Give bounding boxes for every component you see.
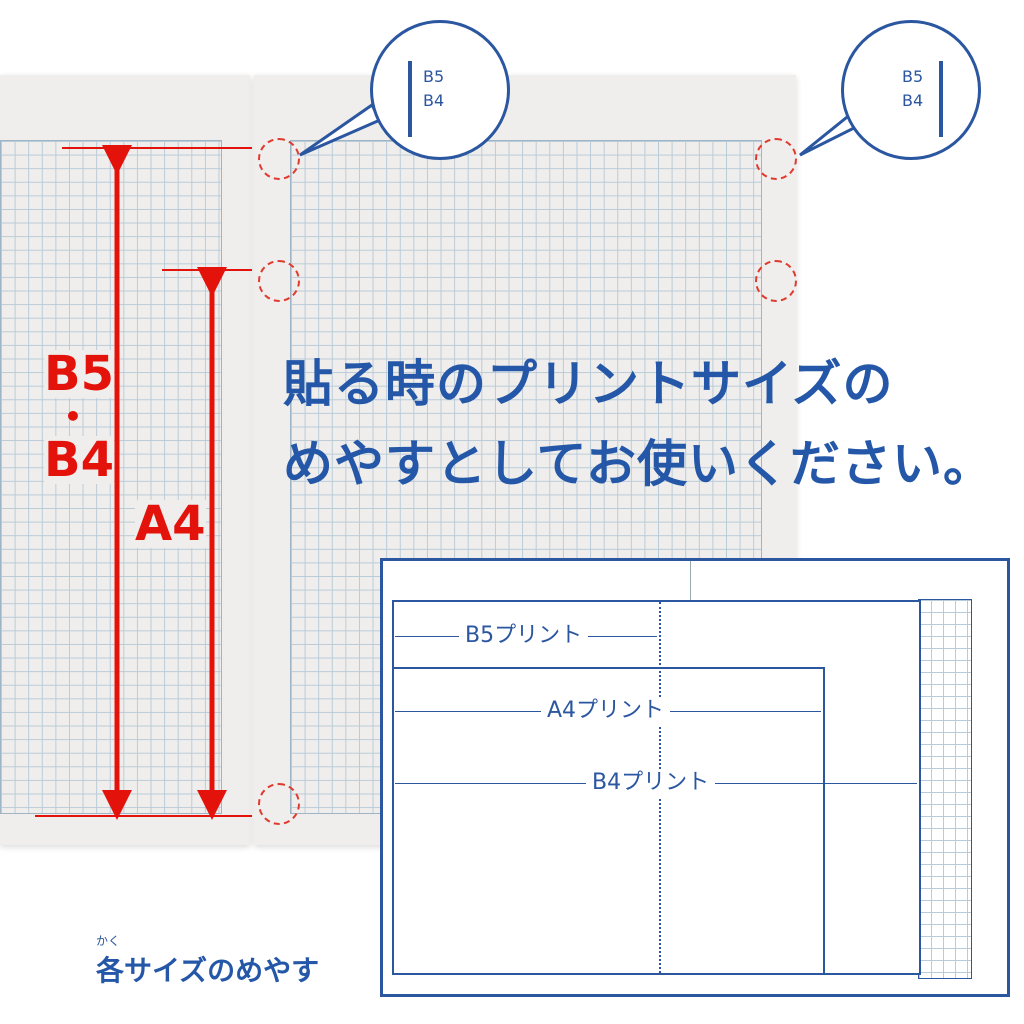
title-ruby: かく [96, 934, 121, 948]
size-guide-inset: B5プリント A4プリント B4プリント [380, 558, 1010, 997]
b5-print-label: B5プリント [459, 622, 589, 650]
b4-label: B4 [44, 432, 114, 488]
bottom-line [35, 815, 252, 817]
b4-print-label: B4プリント [586, 769, 716, 797]
callout-b4: B4 [423, 91, 445, 110]
callout-b4: B4 [902, 91, 924, 110]
b5-label: B5 [44, 346, 114, 402]
headline-line1: 貼る時のプリントサイズの [283, 355, 894, 413]
marker-circle [755, 138, 797, 180]
callout-b5: B5 [423, 67, 445, 86]
a4-label: A4 [135, 496, 206, 552]
dimension-arrows [102, 145, 227, 820]
callout-left: B5 B4 [370, 20, 510, 160]
marker-circle [755, 260, 797, 302]
size-guide-title: 各サイズのめやす [96, 954, 320, 987]
b5-top-line [62, 147, 252, 149]
a4-print-label: A4プリント [541, 697, 671, 725]
marker-circle [258, 260, 300, 302]
a4-print-area [392, 667, 825, 975]
marker-circle [258, 783, 300, 825]
callout-right: B5 B4 [841, 20, 981, 160]
callout-b5: B5 [902, 67, 924, 86]
separator-dot: • [64, 400, 82, 433]
marker-circle [258, 138, 300, 180]
headline-line2: めやすとしてお使いください。 [283, 435, 994, 493]
